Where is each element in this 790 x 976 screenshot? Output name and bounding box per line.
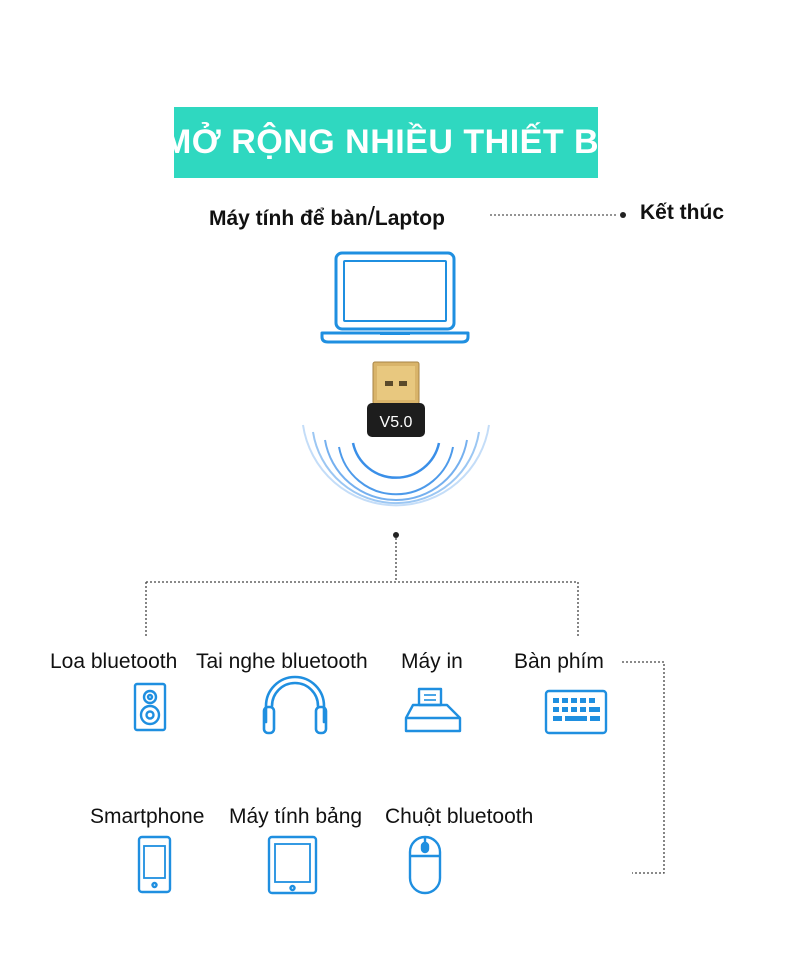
host-label: Máy tính để bàn/Laptop — [209, 201, 445, 232]
tree-connector-lines — [145, 538, 665, 874]
headphones-icon — [262, 675, 328, 735]
printer-icon — [404, 687, 462, 733]
end-label: Kết thúc — [640, 201, 724, 224]
page-title: MỞ RỘNG NHIỀU THIẾT BỊ — [162, 123, 610, 161]
device-label-printer: Máy in — [401, 650, 463, 673]
title-banner: MỞ RỘNG NHIỀU THIẾT BỊ — [163, 107, 609, 178]
smartphone-icon — [137, 835, 172, 894]
device-label-keyboard: Bàn phím — [514, 650, 604, 673]
tablet-icon — [267, 835, 318, 895]
device-label-smartphone: Smartphone — [90, 805, 205, 828]
mouse-icon — [408, 835, 442, 895]
device-label-mouse: Chuột bluetooth — [385, 805, 534, 828]
device-label-headphones: Tai nghe bluetooth — [196, 650, 368, 673]
keyboard-icon — [544, 689, 608, 735]
speaker-icon — [133, 682, 167, 732]
tree-root-dot — [393, 532, 399, 538]
host-label-separator: / — [367, 201, 375, 231]
device-label-tablet: Máy tính bảng — [229, 805, 363, 828]
device-label-speaker: Loa bluetooth — [50, 650, 178, 673]
end-connector-dot — [620, 212, 626, 218]
laptop-icon — [320, 251, 470, 344]
host-label-desktop: Máy tính để bàn — [209, 207, 368, 230]
signal-waves — [302, 424, 490, 507]
host-label-laptop: Laptop — [374, 207, 445, 230]
bluetooth-dongle: V5.0 — [367, 361, 425, 437]
dongle-version-label: V5.0 — [380, 414, 413, 431]
